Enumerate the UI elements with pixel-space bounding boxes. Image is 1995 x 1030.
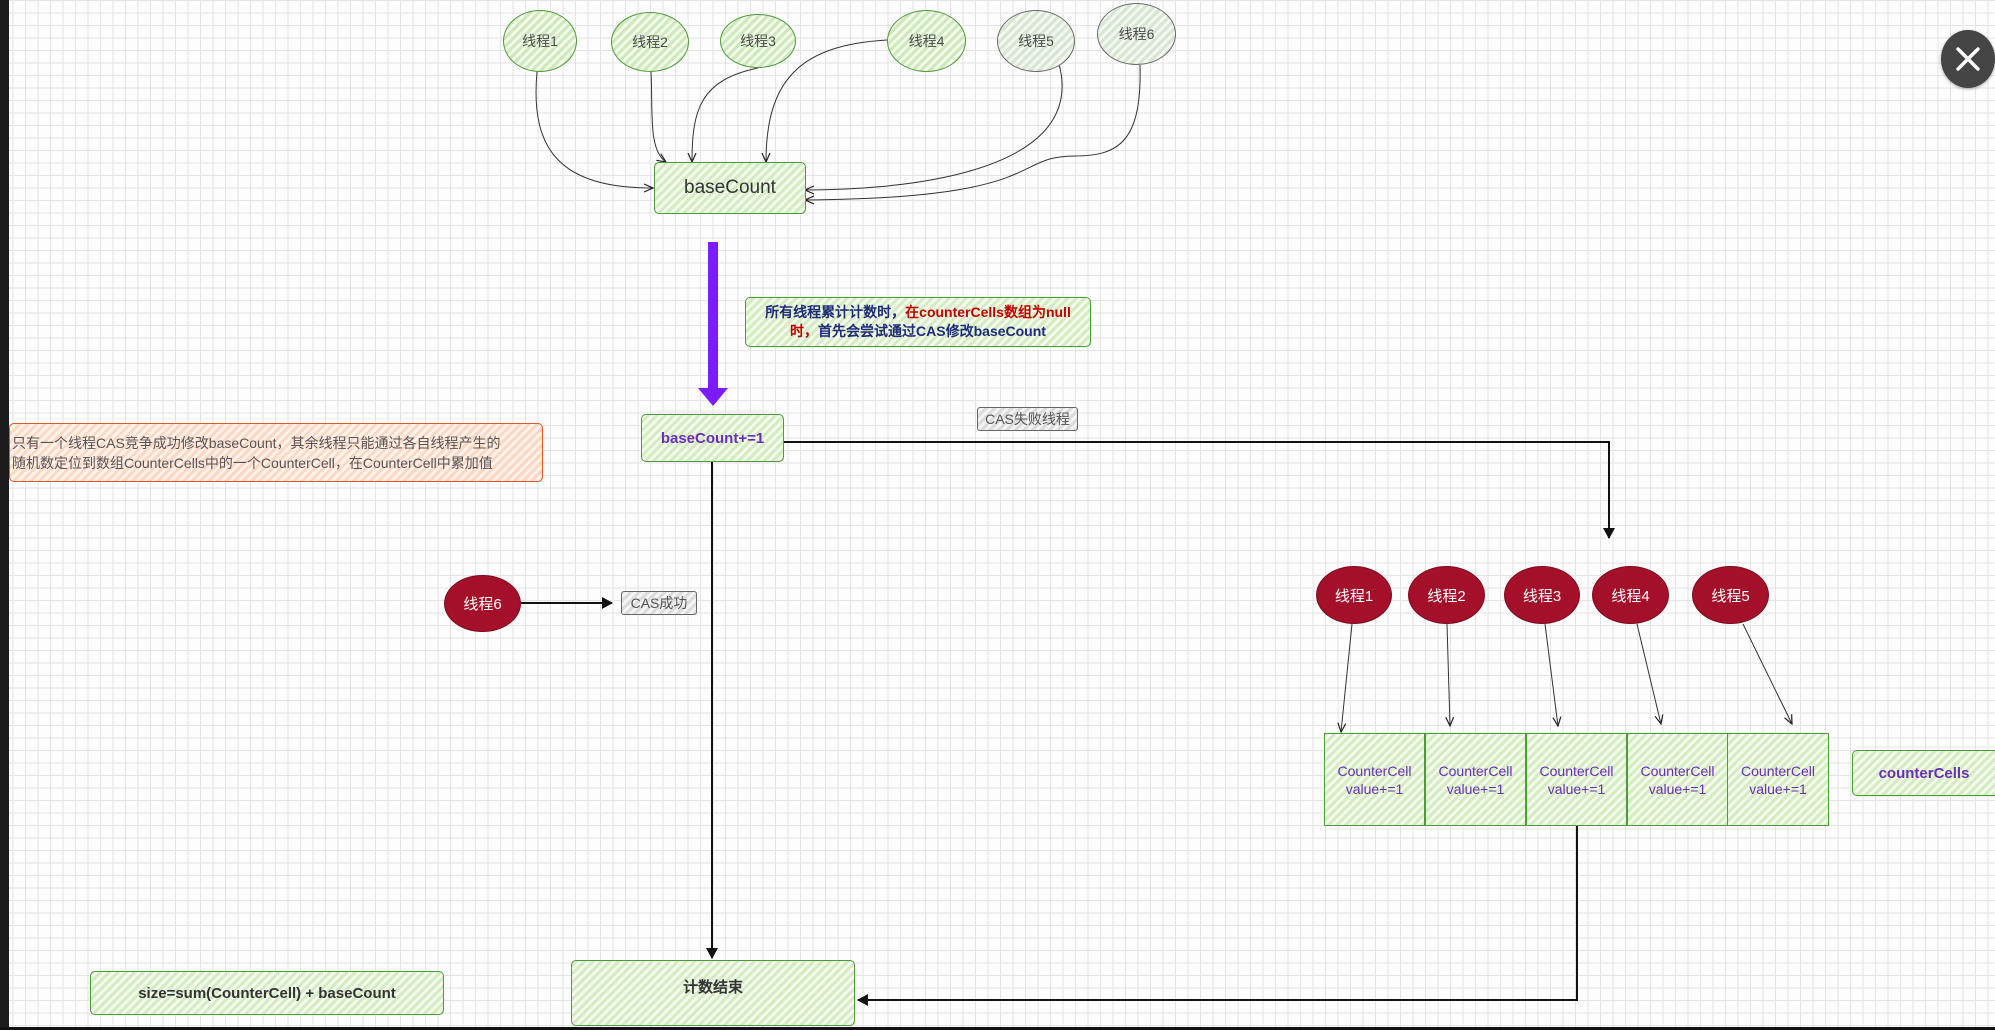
count-end-label: 计数结束 [682, 979, 743, 996]
base-count-increment-node: baseCount+=1 [641, 414, 784, 462]
thread6-cas-node: 线程6 [444, 575, 521, 632]
thread-node-4: 线程4 [887, 10, 966, 72]
counter-cell-value: value+=1 [1345, 780, 1404, 797]
counter-cell-1: CounterCell value+=1 [1324, 733, 1425, 826]
edge-red4-cell [1636, 623, 1661, 724]
note-line-1: 所有线程累计计数时，在counterCells数组为null [765, 303, 1071, 322]
counter-cell-name: CounterCell [1539, 762, 1614, 779]
edge-thread4-basecount [766, 39, 888, 162]
cas-success-label: CAS成功 [621, 591, 697, 615]
bottom-edge-strip [0, 1027, 1995, 1030]
counter-cell-value: value+=1 [1547, 780, 1606, 797]
orange-note-line-2: 随机数定位到数组CounterCells中的一个CounterCell，在Cou… [12, 454, 493, 471]
edge-cas-fail [784, 441, 1615, 539]
red-thread-node-1: 线程1 [1316, 566, 1392, 624]
base-count-node: baseCount [654, 162, 806, 214]
note-line-2: 时，首先会尝试通过CAS修改baseCount [790, 322, 1046, 341]
orange-note-line-1: 只有一个线程CAS竞争成功修改baseCount，其余线程只能通过各自线程产生的 [12, 434, 501, 451]
edge-cells-to-end [857, 826, 1578, 1006]
thread-node-3: 线程3 [720, 14, 796, 68]
counter-cell-3: CounterCell value+=1 [1526, 733, 1627, 826]
edge-red1-cell [1341, 623, 1353, 732]
edge-thread5-basecount [805, 63, 1063, 190]
note-text-c: 时， [790, 323, 819, 339]
edge-red3-cell [1544, 623, 1558, 726]
size-formula-node: size=sum(CounterCell) + baseCount [90, 971, 444, 1015]
red-thread-node-2: 线程2 [1408, 566, 1485, 624]
edge-thread6-basecount [805, 64, 1141, 200]
edge-red5-cell [1742, 623, 1792, 724]
edge-thread3-basecount [692, 67, 759, 162]
purple-arrow-head [698, 388, 728, 406]
note-text-d: 首先会尝试通过CAS修改baseCount [818, 323, 1046, 339]
note-text-a: 所有线程累计计数时， [765, 304, 906, 320]
red-thread-node-4: 线程4 [1592, 566, 1669, 624]
red-thread-node-5: 线程5 [1692, 566, 1769, 624]
counter-cell-name: CounterCell [1741, 762, 1815, 779]
counter-cell-value: value+=1 [1749, 780, 1807, 797]
cas-competition-note: 只有一个线程CAS竞争成功修改baseCount，其余线程只能通过各自线程产生的… [9, 423, 543, 482]
counter-cell-value: value+=1 [1446, 780, 1505, 797]
counter-cells-null-note: 所有线程累计计数时，在counterCells数组为null 时，首先会尝试通过… [745, 297, 1091, 347]
thread-node-5: 线程5 [997, 10, 1075, 72]
cas-fail-label: CAS失败线程 [977, 407, 1078, 431]
counter-cell-name: CounterCell [1337, 762, 1412, 779]
thread-node-2: 线程2 [611, 12, 689, 72]
counter-cell-4: CounterCell value+=1 [1627, 733, 1728, 826]
thread-node-6: 线程6 [1097, 3, 1176, 65]
thread-node-1: 线程1 [503, 10, 577, 72]
count-end-node: 计数结束 [571, 960, 855, 1026]
red-thread-node-3: 线程3 [1504, 566, 1580, 624]
close-icon [1956, 47, 1980, 71]
counter-cell-name: CounterCell [1438, 762, 1513, 779]
counter-cell-5: CounterCell value+=1 [1727, 733, 1829, 826]
edge-red2-cell [1447, 623, 1450, 726]
edge-thread1-basecount [535, 71, 653, 188]
counter-cell-name: CounterCell [1640, 762, 1715, 779]
purple-arrow-shaft [708, 242, 718, 390]
close-button[interactable] [1941, 30, 1995, 88]
note-text-b: 在counterCells数组为null [905, 304, 1071, 320]
counter-cell-2: CounterCell value+=1 [1425, 733, 1526, 826]
counter-cell-value: value+=1 [1648, 780, 1707, 797]
edge-thread2-basecount [650, 71, 666, 162]
left-edge-bar [0, 0, 9, 1030]
counter-cells-label: counterCells [1852, 750, 1995, 796]
